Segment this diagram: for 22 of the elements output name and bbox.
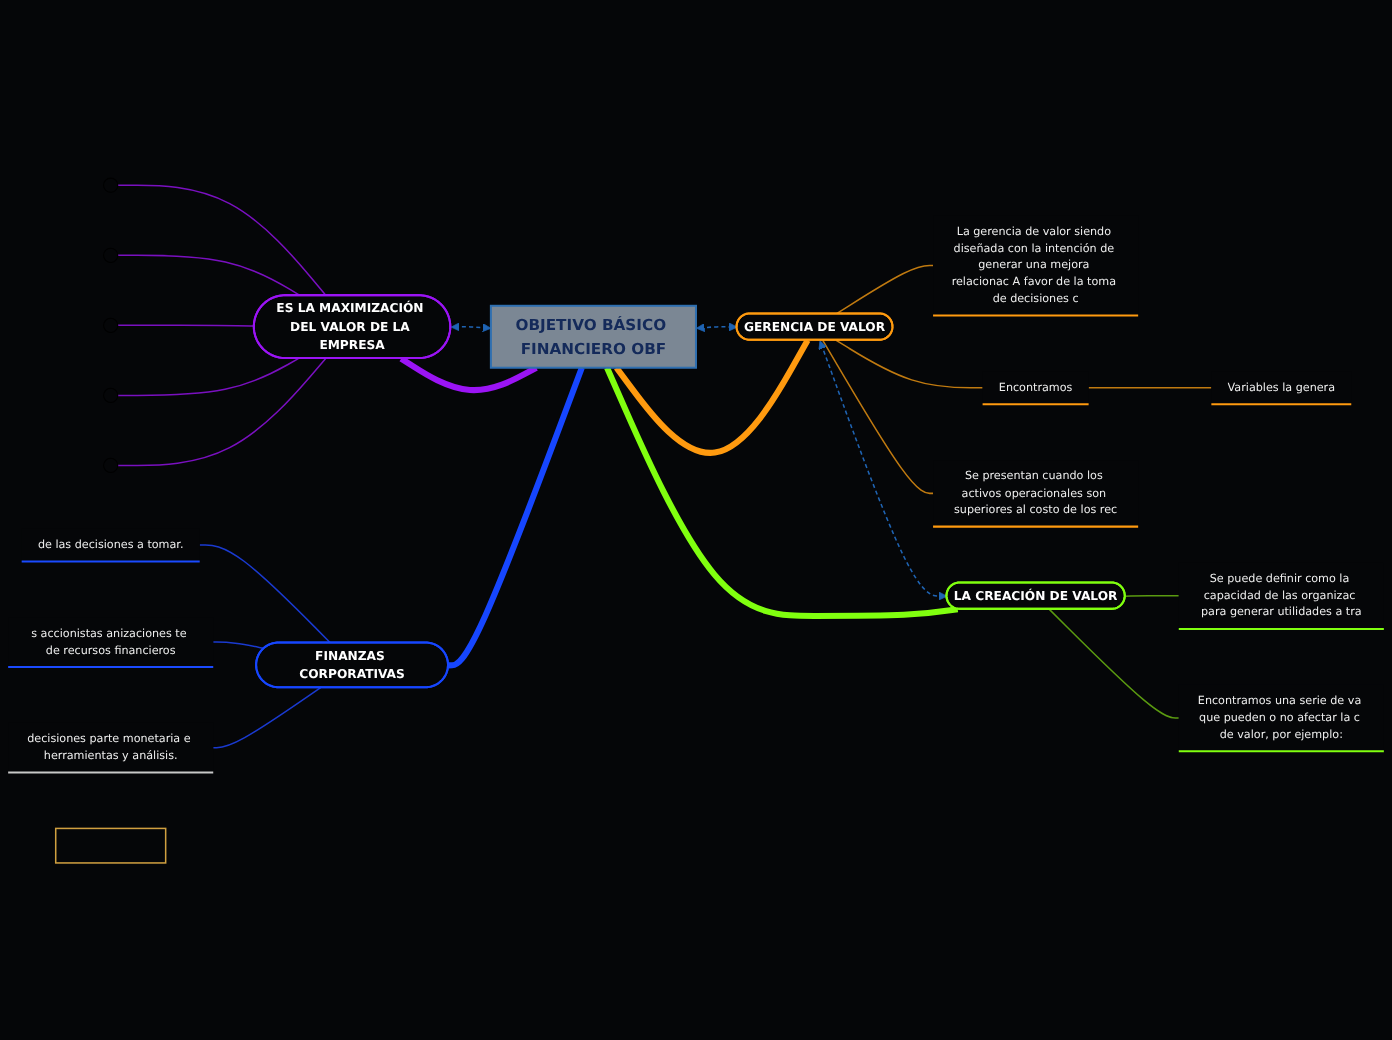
connector (117, 324, 256, 327)
arrow (818, 339, 948, 600)
connector (1124, 594, 1180, 597)
arrow (695, 321, 738, 332)
connector (117, 254, 302, 296)
connector (1048, 608, 1180, 719)
connector (822, 339, 934, 494)
connector (212, 686, 322, 748)
connector (212, 640, 266, 649)
connector (1087, 386, 1213, 388)
connector (448, 366, 585, 668)
connector (117, 357, 300, 396)
arrow (450, 321, 492, 332)
node-box (54, 827, 167, 864)
connector (117, 357, 327, 466)
connector (399, 355, 538, 393)
connector (117, 183, 327, 296)
connector (835, 264, 934, 315)
connector (835, 339, 984, 388)
connector (614, 338, 811, 456)
connector (198, 543, 332, 644)
connector (604, 365, 959, 619)
